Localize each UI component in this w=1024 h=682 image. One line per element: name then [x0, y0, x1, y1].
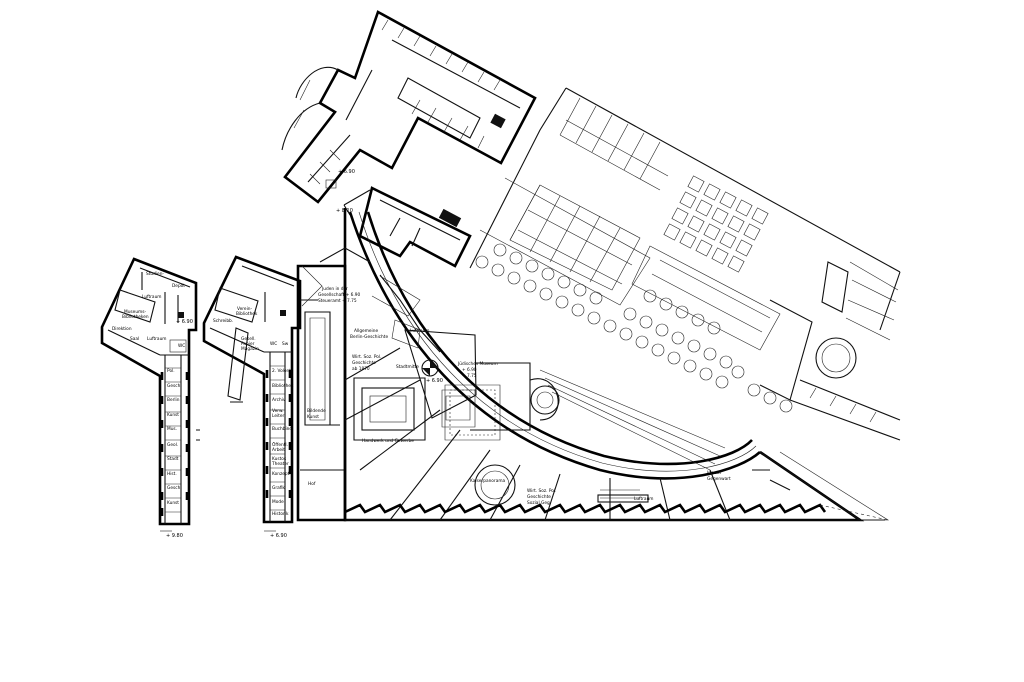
garden-plan: [469, 87, 901, 441]
label-wirt-1: Wirt. Soz. Pol.: [352, 354, 382, 360]
new-wing-plan: [296, 208, 890, 522]
svg-text:Buchbind.: Buchbind.: [272, 426, 294, 432]
svg-text:WC: WC: [178, 343, 185, 349]
label-juden-1: Juden in der: [321, 286, 348, 292]
label-luftraum-right: Luftraum: [634, 496, 653, 502]
label-wirt-steg-3: Sozial Geg.: [527, 500, 551, 506]
label-bildende-2: Kunst: [307, 414, 319, 420]
svg-text:Gesell.: Gesell.: [241, 336, 256, 342]
label-hof: Hof: [308, 481, 316, 487]
svg-text:+ 6.90: + 6.90: [176, 319, 193, 325]
svg-text:Studien-: Studien-: [146, 271, 164, 277]
label-wirt-3: ab 1870: [352, 366, 370, 372]
svg-text:Saal: Saal: [130, 336, 139, 342]
svg-text:Bibliothek: Bibliothek: [272, 383, 294, 389]
label-insz-2: Gegenwart: [707, 476, 731, 482]
label-insz-1: Ins zur: [707, 470, 722, 476]
svg-text:Historik: Historik: [272, 511, 289, 517]
svg-text:Mode: Mode: [272, 499, 284, 505]
svg-text:Arbeit: Arbeit: [272, 447, 285, 453]
svg-text:Verw.: Verw.: [272, 408, 284, 414]
svg-text:Geol.: Geol.: [167, 442, 178, 448]
label-wirt-2: Geschichte: [352, 360, 376, 366]
label-wirt-steg-1: Wirt. Soz. Pol.: [527, 488, 557, 494]
label-bildende-1: Bildende: [307, 408, 326, 414]
svg-text:Luftraum: Luftraum: [142, 294, 161, 300]
left-wing-plan-1: Studien- Depot Luftraum Museums- Bibliot…: [100, 257, 200, 539]
svg-text:Gesch.: Gesch.: [167, 383, 182, 389]
svg-text:Direktion: Direktion: [112, 326, 132, 332]
label-allgemeine-1: Allgemeine: [354, 328, 378, 334]
svg-text:+ 6.90: + 6.90: [338, 169, 355, 175]
level-label-2: + 6.90: [270, 533, 287, 539]
label-luftraum-center: Luftraum: [410, 328, 429, 334]
svg-text:Theater: Theater: [271, 461, 289, 467]
svg-text:Grafik: Grafik: [272, 485, 285, 491]
svg-text:Depot: Depot: [172, 283, 185, 289]
room-labels: Juden in der Gesellschaft + 6.90 Steuera…: [307, 208, 731, 506]
svg-text:Öffentl.: Öffentl.: [272, 441, 288, 448]
svg-text:Magazin: Magazin: [241, 346, 259, 352]
svg-text:Luftraum: Luftraum: [147, 336, 166, 342]
svg-text:Kustos: Kustos: [272, 456, 287, 462]
svg-text:WC: WC: [270, 341, 277, 347]
level-label-3: + 6.90: [426, 378, 443, 384]
label-wirt-steg-2: Geschichte: [527, 494, 551, 500]
svg-text:2. Volont.: 2. Volont.: [272, 368, 292, 374]
left-wing-plan-2: Schreibb. Verein- Bibliothek Gesell. Pap…: [202, 255, 302, 539]
svg-text:Leiter: Leiter: [272, 413, 284, 419]
stair-symbol: [421, 359, 439, 377]
baroque-building-plan: + 6.90: [281, 10, 537, 268]
svg-text:Archiv: Archiv: [272, 397, 286, 403]
svg-text:Pol.: Pol.: [167, 368, 175, 374]
svg-text:Verein-: Verein-: [237, 306, 252, 312]
svg-text:Kunst: Kunst: [167, 500, 179, 506]
svg-text:Museums-: Museums-: [124, 309, 146, 315]
svg-text:Bibliothek: Bibliothek: [236, 311, 258, 317]
label-allgemeine-2: Berlin-Geschichte: [350, 334, 388, 340]
level-label-4: + 8.10: [336, 208, 353, 214]
label-juden-2: Gesellschaft + 6.90: [318, 292, 360, 298]
svg-text:Konzept.: Konzept.: [272, 471, 291, 477]
label-juden-3: Steueramt + 7.75: [318, 298, 357, 304]
label-stadtmitte: Stadtmitte: [396, 364, 419, 370]
svg-text:Sw: Sw: [282, 341, 289, 347]
label-handwerk: Handwerk und Gewerbe: [362, 438, 414, 444]
svg-text:Berlin: Berlin: [167, 397, 180, 403]
svg-text:Mus.: Mus.: [167, 426, 177, 432]
label-juedisches-3: + 7.75: [462, 373, 477, 379]
svg-text:Papier: Papier: [241, 341, 255, 347]
level-label-1: + 9.80: [166, 533, 183, 539]
svg-text:Bibliotheken: Bibliotheken: [122, 314, 149, 320]
svg-text:Hist.: Hist.: [167, 471, 177, 477]
label-juedisches-2: + 6.90: [462, 367, 477, 373]
label-kaiserpanorama: Kaiserpanorama: [470, 478, 506, 484]
svg-text:Stadt: Stadt: [167, 456, 179, 462]
svg-text:Gesch.: Gesch.: [167, 485, 182, 491]
svg-text:Schreibb.: Schreibb.: [213, 318, 233, 324]
label-juedisches-1: Jüdisches Museum: [457, 361, 498, 367]
svg-text:Kunst: Kunst: [167, 412, 179, 418]
